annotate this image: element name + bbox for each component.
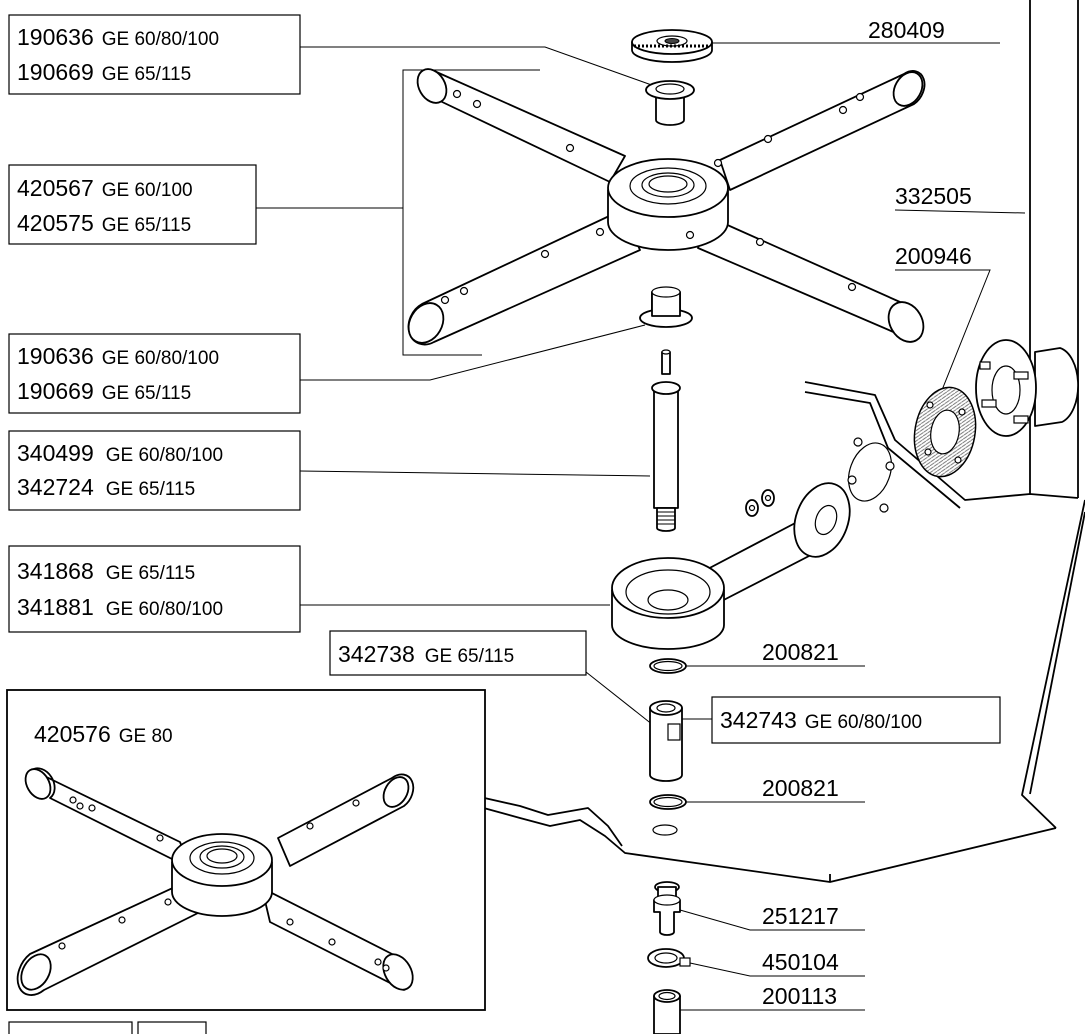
callout-4-model-1: GE 60/80/100 bbox=[106, 445, 223, 466]
inset-panel: 420576 GE 80 bbox=[6, 689, 486, 1011]
o-ring-bottom bbox=[649, 794, 687, 836]
hose bbox=[653, 989, 681, 1034]
part-450104: 450104 bbox=[762, 949, 839, 975]
part-332505: 332505 bbox=[895, 183, 972, 209]
sleeve bbox=[649, 700, 683, 782]
callout-3-model-1: GE 60/80/100 bbox=[102, 348, 219, 369]
callout-4-model-2: GE 65/115 bbox=[106, 479, 195, 500]
callout-2: 420567 GE 60/100 420575 GE 65/115 bbox=[8, 164, 257, 245]
callout-3-code-2: 190669 bbox=[17, 378, 94, 404]
inset-spray-arm bbox=[16, 767, 415, 996]
callout-5-code-1: 341868 bbox=[17, 558, 94, 584]
callout-2-code-2: 420575 bbox=[17, 210, 94, 236]
part-200821-bottom: 200821 bbox=[762, 775, 839, 801]
part-200821-top: 200821 bbox=[762, 639, 839, 665]
part-number-labels: 280409 332505 200946 200821 200821 25121… bbox=[762, 17, 972, 1009]
callout-7: 342743 GE 60/80/100 bbox=[711, 696, 1001, 744]
inset-model: GE 80 bbox=[119, 726, 173, 747]
callout-1-code-2: 190669 bbox=[17, 59, 94, 85]
lower-bushing bbox=[639, 286, 693, 328]
callout-6-model: GE 65/115 bbox=[425, 646, 514, 667]
fitting bbox=[653, 881, 681, 936]
callout-4-code-1: 340499 bbox=[17, 440, 94, 466]
callout-4: 340499 GE 60/80/100 342724 GE 65/115 bbox=[8, 430, 301, 511]
callout-1-model-2: GE 65/115 bbox=[102, 64, 191, 85]
callout-6: 342738 GE 65/115 bbox=[329, 630, 587, 676]
callout-2-model-2: GE 65/115 bbox=[102, 215, 191, 236]
callout-1-model-1: GE 60/80/100 bbox=[102, 29, 219, 50]
part-280409: 280409 bbox=[868, 17, 945, 43]
callout-5: 341868 GE 65/115 341881 GE 60/80/100 bbox=[8, 545, 301, 633]
bottom-tabs bbox=[8, 1021, 207, 1034]
callout-4-code-2: 342724 bbox=[17, 474, 94, 500]
spray-arm bbox=[407, 68, 926, 346]
callout-2-model-1: GE 60/100 bbox=[102, 180, 193, 201]
part-251217: 251217 bbox=[762, 903, 839, 929]
inset-code: 420576 bbox=[34, 721, 111, 747]
flange bbox=[975, 339, 1079, 437]
callout-6-code: 342738 bbox=[338, 641, 415, 667]
callout-5-code-2: 341881 bbox=[17, 594, 94, 620]
callout-7-model: GE 60/80/100 bbox=[805, 712, 922, 733]
part-200113: 200113 bbox=[762, 983, 837, 1009]
callout-2-code-1: 420567 bbox=[17, 175, 94, 201]
flange-gasket bbox=[913, 386, 977, 478]
callout-5-model-1: GE 65/115 bbox=[106, 563, 195, 584]
o-ring-top bbox=[649, 658, 687, 674]
knurled-nut bbox=[631, 29, 713, 63]
callout-1: 190636 GE 60/80/100 190669 GE 65/115 bbox=[8, 14, 301, 95]
callout-3: 190636 GE 60/80/100 190669 GE 65/115 bbox=[8, 333, 301, 414]
callout-7-code: 342743 bbox=[720, 707, 797, 733]
top-bushing bbox=[645, 80, 695, 126]
hub-pipe-assembly bbox=[611, 437, 895, 650]
hose-clamp bbox=[647, 948, 691, 968]
callout-1-code-1: 190636 bbox=[17, 24, 94, 50]
part-200946: 200946 bbox=[895, 243, 972, 269]
callout-3-code-1: 190636 bbox=[17, 343, 94, 369]
shaft bbox=[651, 349, 681, 532]
leader-lines bbox=[256, 42, 1026, 1011]
callout-5-model-2: GE 60/80/100 bbox=[106, 599, 223, 620]
callout-3-model-2: GE 65/115 bbox=[102, 383, 191, 404]
